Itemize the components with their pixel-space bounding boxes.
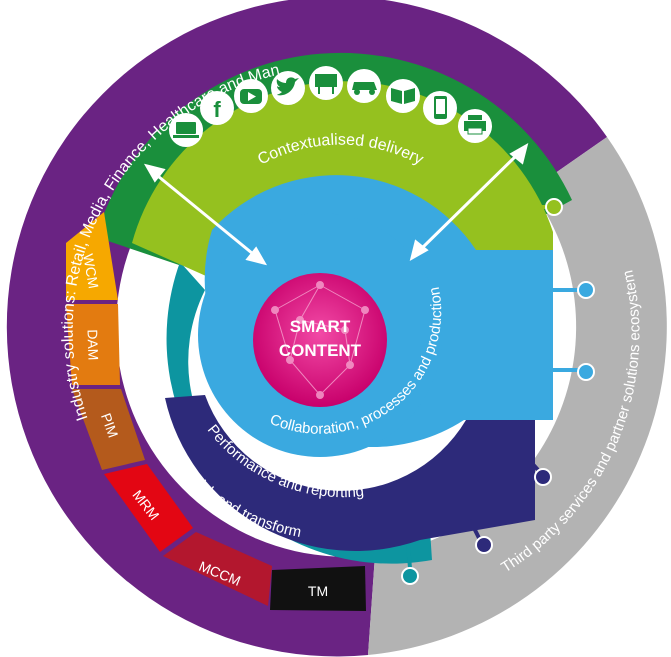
dam-segment	[66, 304, 120, 385]
book-icon	[386, 79, 420, 113]
billboard-icon	[309, 66, 343, 100]
tm-label: TM	[308, 583, 328, 599]
laptop-icon	[169, 113, 203, 147]
channel-icons: f	[169, 66, 492, 147]
twitter-icon	[271, 71, 305, 105]
pim-segment	[72, 389, 145, 470]
core-sphere	[253, 273, 387, 407]
svg-text:f: f	[213, 97, 221, 122]
core-label-line1: SMART	[290, 317, 351, 336]
third-party-ring-shape	[368, 137, 667, 655]
pim-label: PIM	[98, 411, 122, 440]
wcm-label: WCM	[80, 253, 102, 290]
performance-band	[165, 395, 535, 552]
tm-segment	[270, 566, 366, 611]
mobile-icon	[423, 91, 457, 125]
printer-icon	[458, 109, 492, 143]
network-mesh	[271, 281, 369, 399]
core-label-line2: CONTENT	[279, 341, 362, 360]
mrm-segment	[104, 464, 193, 552]
side-modules	[66, 212, 366, 611]
car-icon	[347, 69, 381, 103]
wcm-segment	[66, 212, 118, 300]
facebook-icon: f	[200, 91, 234, 125]
third-party-ring	[368, 137, 667, 655]
connector-pins	[401, 198, 595, 585]
youtube-icon	[234, 79, 268, 113]
dam-label: DAM	[84, 329, 101, 361]
smart-content-core: SMART CONTENT	[253, 273, 387, 407]
mccm-segment	[163, 532, 272, 606]
delivery-arrows	[143, 142, 529, 266]
